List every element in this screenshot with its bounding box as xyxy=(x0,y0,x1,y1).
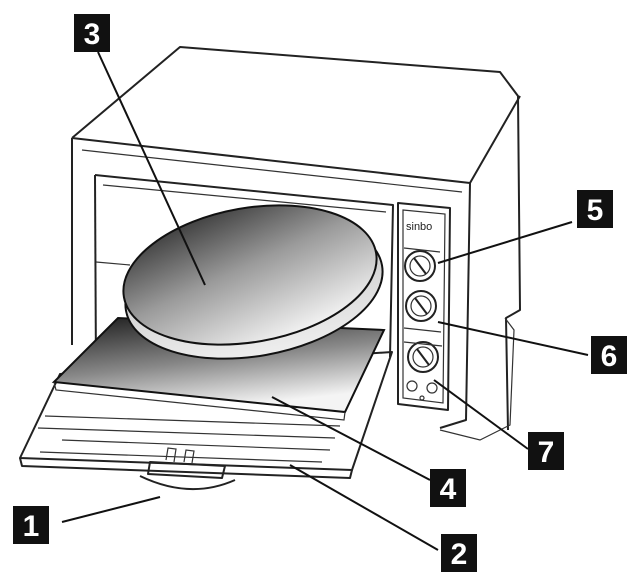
temperature-knob xyxy=(403,247,441,282)
leader-7 xyxy=(433,379,529,450)
svg-text:6: 6 xyxy=(601,340,618,373)
callout-6: 6 xyxy=(591,336,627,374)
svg-text:2: 2 xyxy=(451,538,468,571)
callout-1: 1 xyxy=(13,506,49,544)
control-panel: sinbo xyxy=(397,202,451,411)
svg-text:4: 4 xyxy=(440,473,457,506)
timer-knob xyxy=(403,341,443,373)
leader-3 xyxy=(97,51,206,286)
leader-1 xyxy=(61,496,161,523)
svg-text:3: 3 xyxy=(84,18,101,51)
callout-2: 2 xyxy=(441,534,477,572)
brand-logo: sinbo xyxy=(406,221,432,233)
callout-3: 3 xyxy=(74,14,110,52)
svg-text:1: 1 xyxy=(23,510,40,543)
indicator-lights xyxy=(406,380,438,401)
svg-text:7: 7 xyxy=(538,436,555,469)
leader-5 xyxy=(437,221,573,264)
leader-6 xyxy=(437,321,589,356)
leader-lines xyxy=(61,51,589,551)
callout-5: 5 xyxy=(577,190,613,228)
function-knob xyxy=(403,290,442,333)
svg-text:5: 5 xyxy=(587,194,604,227)
leader-4 xyxy=(271,396,431,481)
door-handle xyxy=(139,447,236,491)
callout-7: 7 xyxy=(528,432,564,470)
callout-4: 4 xyxy=(430,469,466,507)
leader-2 xyxy=(289,464,439,551)
